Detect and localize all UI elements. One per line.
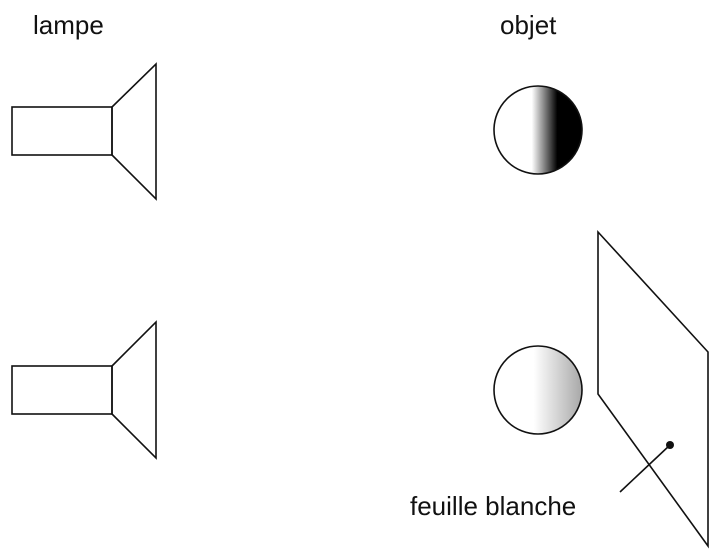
sheet-pointer-dot xyxy=(666,441,674,449)
sheet-pointer-line xyxy=(619,444,671,493)
object-ball-bottom xyxy=(493,345,583,435)
white-sheet xyxy=(597,229,709,549)
lamp-bottom xyxy=(11,320,157,460)
lamp-top xyxy=(11,62,157,201)
object-label: objet xyxy=(500,10,557,40)
lamp-top-body xyxy=(11,106,113,156)
object-ball-top xyxy=(493,85,583,175)
lamp-top-reflector xyxy=(111,62,157,201)
lamp-bottom-body xyxy=(11,365,113,415)
lamp-bottom-reflector xyxy=(111,320,157,460)
sheet-label: feuille blanche xyxy=(410,491,576,521)
lamp-label: lampe xyxy=(33,10,104,40)
